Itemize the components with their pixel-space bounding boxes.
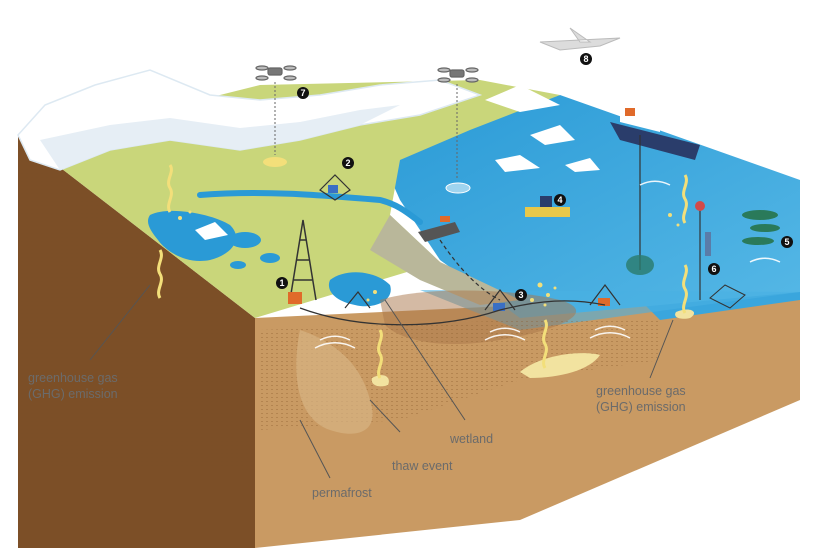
lake-small-3 — [230, 261, 246, 269]
marker-1: 1 — [276, 277, 288, 289]
svg-text:7: 7 — [300, 88, 305, 98]
aircraft — [540, 28, 620, 50]
marker-5: 5 — [781, 236, 793, 248]
marker-8: 8 — [580, 53, 592, 65]
label-ghg-right-1: greenhouse gas — [596, 384, 686, 398]
marker-3: 3 — [515, 289, 527, 301]
drone-left-footprint — [263, 157, 287, 167]
marker-6: 6 — [708, 263, 720, 275]
drone-right-footprint — [446, 183, 470, 193]
sensor-box-1 — [288, 292, 302, 304]
label-thaw-event: thaw event — [392, 459, 453, 473]
label-ghg-left-2: (GHG) emission — [28, 387, 118, 401]
label-ghg-right-2: (GHG) emission — [596, 400, 686, 414]
drone-left — [256, 66, 296, 80]
svg-text:1: 1 — [279, 278, 284, 288]
lake-small-2 — [260, 253, 280, 263]
svg-text:5: 5 — [784, 237, 789, 247]
label-wetland: wetland — [449, 432, 493, 446]
label-permafrost: permafrost — [312, 486, 372, 500]
label-ghg-left-1: greenhouse gas — [28, 371, 118, 385]
svg-text:4: 4 — [557, 195, 562, 205]
svg-text:2: 2 — [345, 158, 350, 168]
marker-2: 2 — [342, 157, 354, 169]
marker-7: 7 — [297, 87, 309, 99]
svg-text:3: 3 — [518, 290, 523, 300]
marker-4: 4 — [554, 194, 566, 206]
svg-text:6: 6 — [711, 264, 716, 274]
drone-right — [438, 68, 478, 82]
svg-text:8: 8 — [583, 54, 588, 64]
lake-small-1 — [229, 232, 261, 248]
sensor-box-2 — [328, 185, 338, 193]
